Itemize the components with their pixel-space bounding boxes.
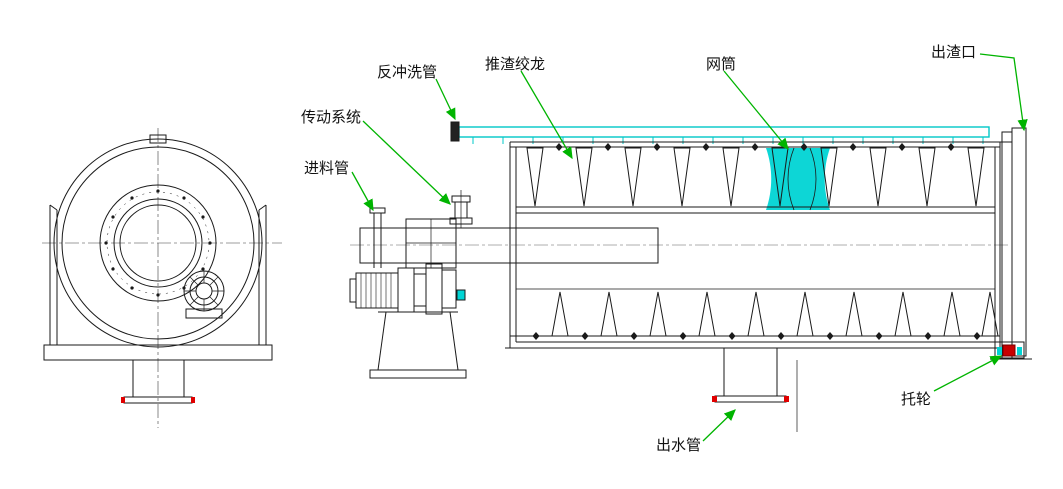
label-slag-outlet: 出渣口 [931,44,976,61]
drum-shell [505,141,1014,349]
drive-system-assembly [349,190,473,379]
side-view [349,121,1032,432]
leader-feed-pipe [351,171,374,212]
feed-pipe-part [369,207,386,268]
label-push-auger: 推渣绞龙 [485,56,545,73]
leader-lines [351,53,1028,442]
slag-outlet-part [1001,127,1027,359]
leader-drive-system [362,120,451,205]
flight-tick-marks [532,143,981,340]
label-drive-system: 传动系统 [301,109,361,126]
leader-water-outlet [702,409,736,442]
leader-support-roller [933,355,1003,392]
leader-mesh-drum [723,70,789,151]
leader-backwash-pipe [435,78,456,121]
lower-auger-flights [551,291,999,337]
backwash-pipe [450,121,990,144]
water-outlet-pipe [712,348,798,432]
front-stand [43,204,273,361]
front-centerlines [42,128,282,428]
label-water-outlet: 出水管 [656,437,701,454]
label-feed-pipe: 进料管 [304,160,349,177]
labels: 反冲洗管 传动系统 进料管 推渣绞龙 网筒 出渣口 托轮 出水管 [301,44,976,454]
leader-push-auger [520,70,573,160]
front-motor [183,270,225,319]
front-bottom-pipe [121,360,195,404]
upper-auger-flights [526,147,985,207]
central-shaft [350,227,1010,264]
leader-slag-outlet [979,53,1028,132]
front-view [42,128,282,428]
label-support-roller: 托轮 [901,391,931,408]
label-mesh-drum: 网筒 [706,56,736,73]
label-backwash-pipe: 反冲洗管 [377,64,437,81]
mesh-drum-highlight [766,147,830,211]
